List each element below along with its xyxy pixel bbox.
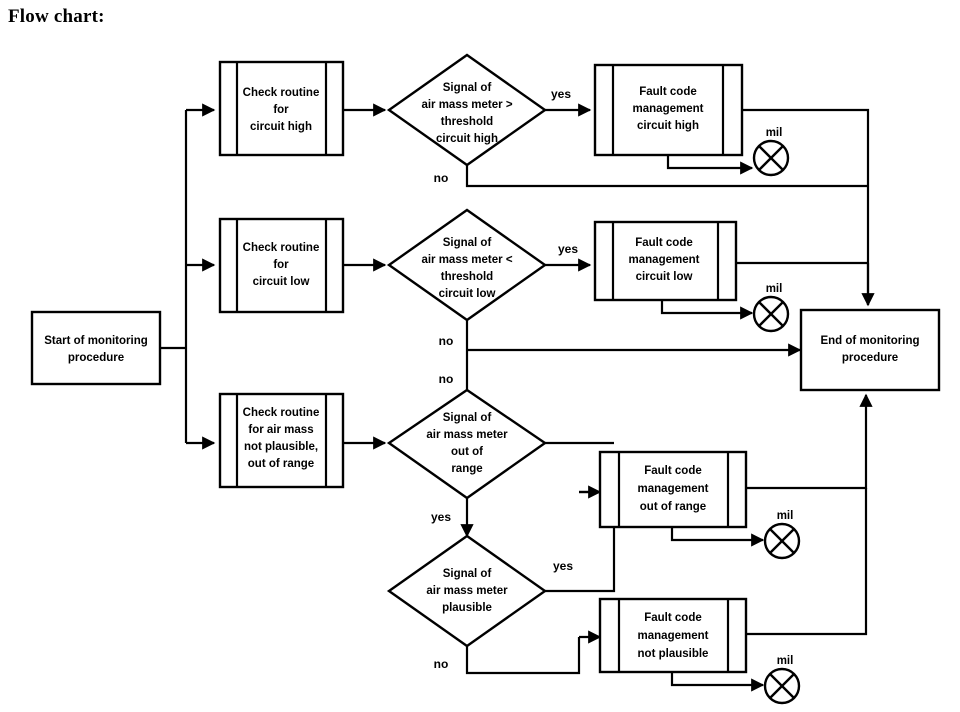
- node-check-routine-not-plausible[interactable]: Check routine for air mass not plausible…: [218, 392, 345, 489]
- node-fault-code-out-of-range[interactable]: Fault code management out of range: [598, 450, 748, 529]
- edge-decplaus-no: [465, 630, 602, 675]
- start-label-line2: procedure: [68, 352, 124, 364]
- fault-range-line2: management: [638, 483, 709, 495]
- dec-range-line3: out of: [451, 446, 483, 458]
- start-label-line1: Start of monitoring: [44, 335, 148, 347]
- mil-lamp-not-plausible[interactable]: mil: [763, 655, 801, 705]
- edge-faultrange-end: [746, 393, 873, 490]
- dec-high-line4: circuit high: [436, 133, 498, 145]
- node-start-of-monitoring-procedure[interactable]: Start of monitoring procedure: [30, 310, 162, 386]
- edge-label-no-range: no: [439, 372, 454, 386]
- check-plaus-line2: for air mass: [248, 424, 313, 436]
- check-plaus-line1: Check routine: [243, 407, 320, 419]
- check-low-line2: for: [273, 259, 289, 271]
- edge-faultlow-end: [736, 261, 875, 307]
- dec-plaus-line3: plausible: [442, 602, 492, 614]
- fault-low-line2: management: [629, 254, 700, 266]
- check-plaus-line4: out of range: [248, 458, 314, 470]
- edge-dechigh-no: [465, 165, 868, 188]
- check-high-line1: Check routine: [243, 87, 320, 99]
- mil-label-out-of-range: mil: [777, 510, 794, 522]
- edge-faultplaus-mil: [670, 672, 765, 692]
- fault-high-line2: management: [633, 103, 704, 115]
- dec-low-line1: Signal of: [443, 237, 492, 249]
- mil-label-not-plausible: mil: [777, 655, 794, 667]
- fault-range-line3: out of range: [640, 501, 706, 513]
- edge-faulthigh-end: [742, 108, 870, 305]
- node-decision-circuit-high[interactable]: Signal of air mass meter > threshold cir…: [386, 53, 548, 167]
- node-fault-code-not-plausible[interactable]: Fault code management not plausible: [598, 597, 748, 674]
- mil-label-circuit-high: mil: [766, 127, 783, 139]
- dec-low-line4: circuit low: [439, 288, 496, 300]
- fault-low-line3: circuit low: [636, 271, 693, 283]
- dec-plaus-line1: Signal of: [443, 568, 492, 580]
- fault-low-line1: Fault code: [635, 237, 693, 249]
- fault-plaus-line1: Fault code: [644, 612, 702, 624]
- edge-declow-no: [465, 320, 802, 390]
- node-decision-out-of-range[interactable]: Signal of air mass meter out of range: [386, 388, 548, 500]
- fault-plaus-line3: not plausible: [638, 648, 709, 660]
- edge-label-no-low: no: [439, 334, 454, 348]
- fault-high-line1: Fault code: [639, 86, 697, 98]
- mil-lamp-circuit-low[interactable]: mil: [752, 283, 790, 333]
- edge-label-no-plaus: no: [434, 657, 449, 671]
- mil-lamp-out-of-range[interactable]: mil: [763, 510, 801, 560]
- check-high-line3: circuit high: [250, 121, 312, 133]
- check-high-line2: for: [273, 104, 289, 116]
- edge-label-no-high: no: [434, 171, 449, 185]
- fault-high-line3: circuit high: [637, 120, 699, 132]
- fault-plaus-line2: management: [638, 630, 709, 642]
- edge-faultrange-mil: [670, 527, 765, 547]
- edge-start-trunk: [160, 103, 216, 450]
- dec-range-line1: Signal of: [443, 412, 492, 424]
- page-title: Flow chart:: [8, 6, 105, 27]
- edge-label-yes-low: yes: [558, 242, 578, 256]
- edge-label-yes-plaus: yes: [553, 559, 573, 573]
- dec-low-line2: air mass meter <: [421, 254, 512, 266]
- edge-faultlow-mil: [660, 300, 754, 320]
- check-low-line1: Check routine: [243, 242, 320, 254]
- dec-high-line1: Signal of: [443, 82, 492, 94]
- edge-label-yes-range: yes: [431, 510, 451, 524]
- dec-plaus-line2: air mass meter: [426, 585, 508, 597]
- check-plaus-line3: not plausible,: [244, 441, 318, 453]
- edge-label-yes-high: yes: [551, 87, 571, 101]
- node-decision-plausible[interactable]: Signal of air mass meter plausible: [386, 534, 548, 648]
- edge-decplaus-yes: [545, 485, 616, 593]
- mil-lamp-circuit-high[interactable]: mil: [752, 127, 790, 177]
- dec-range-line4: range: [451, 463, 482, 475]
- node-fault-code-circuit-high[interactable]: Fault code management circuit high: [593, 63, 744, 157]
- node-end-of-monitoring-procedure[interactable]: End of monitoring procedure: [799, 308, 941, 392]
- node-fault-code-circuit-low[interactable]: Fault code management circuit low: [593, 220, 738, 302]
- fault-range-line1: Fault code: [644, 465, 702, 477]
- dec-range-line2: air mass meter: [426, 429, 508, 441]
- dec-high-line3: threshold: [441, 116, 493, 128]
- check-low-line3: circuit low: [253, 276, 310, 288]
- node-decision-circuit-low[interactable]: Signal of air mass meter < threshold cir…: [386, 208, 548, 322]
- edge-faulthigh-mil: [666, 155, 754, 175]
- node-check-routine-circuit-high[interactable]: Check routine for circuit high: [218, 60, 345, 157]
- dec-low-line3: threshold: [441, 271, 493, 283]
- edge-faultplaus-end: [746, 488, 868, 636]
- mil-label-circuit-low: mil: [766, 283, 783, 295]
- dec-high-line2: air mass meter >: [421, 99, 512, 111]
- end-label-line2: procedure: [842, 352, 898, 364]
- node-check-routine-circuit-low[interactable]: Check routine for circuit low: [218, 217, 345, 314]
- end-label-line1: End of monitoring: [820, 335, 919, 347]
